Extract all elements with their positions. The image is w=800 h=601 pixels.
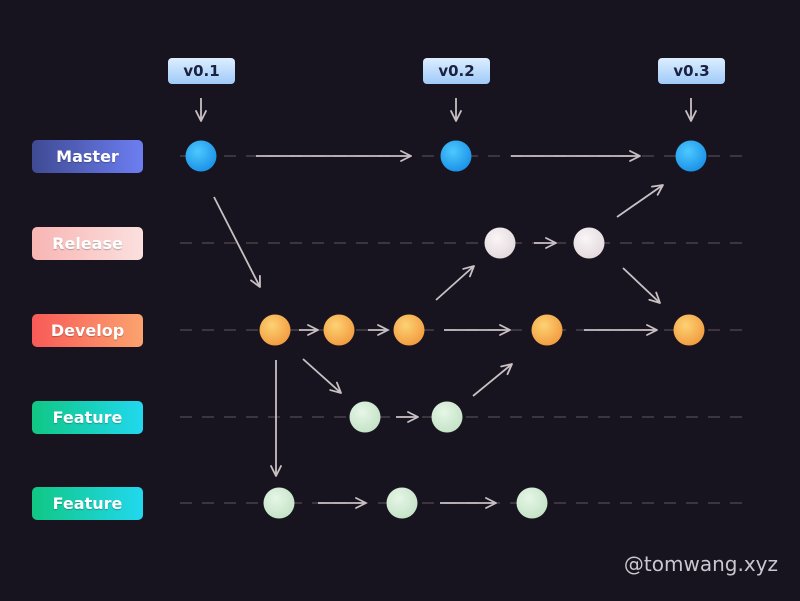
commit-master-2: [440, 140, 472, 172]
commit-feature-2-1: [263, 487, 295, 519]
commit-release-1: [484, 227, 516, 259]
watermark: @tomwang.xyz: [623, 552, 778, 576]
commit-feature-2-3: [516, 487, 548, 519]
commit-feature-1-1: [349, 401, 381, 433]
version-tag-v01: v0.1: [168, 58, 235, 84]
branch-label-text: Master: [56, 147, 119, 166]
commit-develop-5: [673, 314, 705, 346]
commit-develop-2: [323, 314, 355, 346]
branch-label-feature-2: Feature: [32, 487, 143, 520]
version-tag-text: v0.3: [673, 62, 710, 80]
branch-label-text: Feature: [52, 408, 123, 427]
commits-develop: [259, 314, 705, 346]
commit-develop-1: [259, 314, 291, 346]
commits-master: [185, 140, 707, 172]
commits-feature-2: [263, 487, 548, 519]
arrows: [195, 98, 697, 509]
branch-label-release: Release: [32, 227, 143, 260]
arrow-develop-to-feature-1: [302, 358, 342, 394]
commit-master-3: [675, 140, 707, 172]
branch-label-feature-1: Feature: [32, 401, 143, 434]
arrow-master-to-develop: [213, 196, 261, 288]
commits-feature-1: [349, 401, 463, 433]
arrow-feature-1-to-develop: [472, 363, 513, 397]
branch-label-master: Master: [32, 140, 143, 173]
version-tag-v03: v0.3: [658, 58, 725, 84]
commit-develop-4: [531, 314, 563, 346]
commits-release: [484, 227, 605, 259]
branch-label-text: Feature: [52, 494, 123, 513]
branch-label-text: Develop: [50, 321, 125, 340]
branch-label-develop: Develop: [32, 314, 143, 347]
commit-feature-2-2: [386, 487, 418, 519]
branch-label-text: Release: [52, 234, 123, 253]
version-tag-text: v0.2: [438, 62, 475, 80]
version-tag-text: v0.1: [183, 62, 220, 80]
commit-feature-1-2: [431, 401, 463, 433]
arrow-develop-to-release: [435, 265, 475, 301]
commit-master-1: [185, 140, 217, 172]
commit-develop-3: [393, 314, 425, 346]
version-tag-v02: v0.2: [423, 58, 490, 84]
arrow-release-to-develop: [622, 267, 661, 304]
commit-release-2: [573, 227, 605, 259]
arrow-release-to-master: [616, 184, 664, 218]
